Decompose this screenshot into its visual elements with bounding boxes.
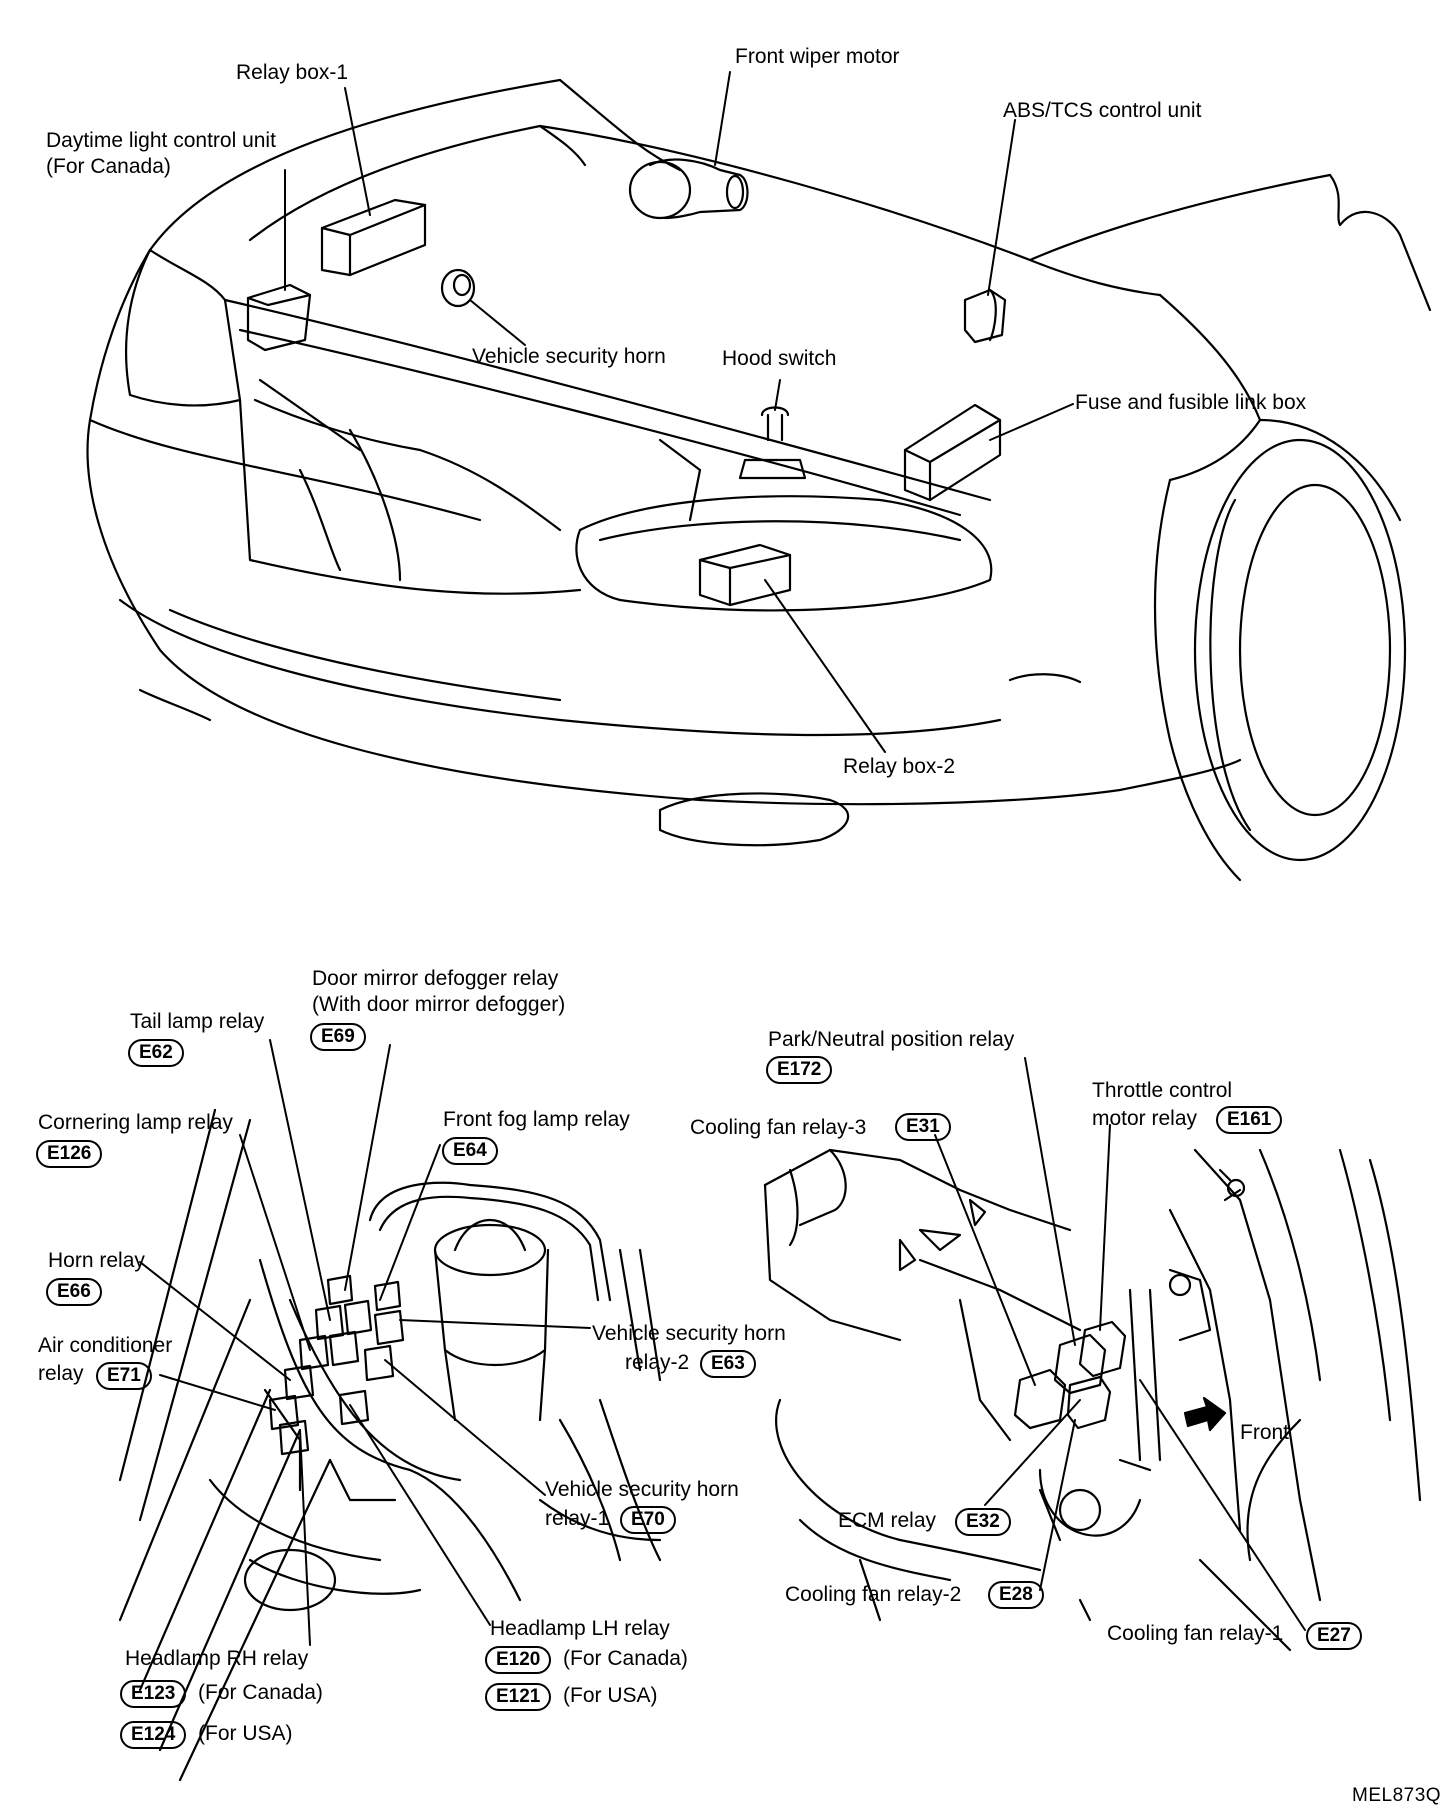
label-throttle-line1: Throttle control (1092, 1079, 1233, 1102)
connector-badge-e161: E161 (1216, 1106, 1283, 1134)
connector-badge-e172: E172 (766, 1056, 833, 1084)
note-for-usa-rh: (For USA) (198, 1722, 293, 1745)
label-front-fog-lamp: Front fog lamp relay (443, 1108, 630, 1131)
connector-badge-e66: E66 (46, 1278, 102, 1306)
label-relay-box-1: Relay box-1 (236, 61, 349, 84)
label-park-neutral: Park/Neutral position relay (768, 1028, 1015, 1051)
label-door-mirror-code: E69 (310, 1023, 366, 1051)
label-vsh2-code: E63 (700, 1350, 756, 1378)
label-daytime-light-line1: Daytime light control unit (46, 129, 276, 152)
label-ecm-relay-code: E32 (955, 1508, 1011, 1536)
connector-badge-e28: E28 (988, 1581, 1044, 1609)
label-park-neutral-code: E172 (766, 1056, 833, 1084)
label-cooling-fan-3-code: E31 (895, 1113, 951, 1141)
label-front: Front (1240, 1421, 1290, 1444)
label-throttle-line2: motor relay (1092, 1107, 1198, 1130)
label-headlamp-rh-usa: E124 (For USA) (120, 1721, 293, 1749)
label-vsh1-line1: Vehicle security horn (545, 1478, 739, 1501)
label-cooling-fan-2-code: E28 (988, 1581, 1044, 1609)
label-vsh2-line1: Vehicle security horn (592, 1322, 786, 1345)
label-cooling-fan-3: Cooling fan relay-3 (690, 1116, 867, 1139)
top-leader-lines (284, 71, 1074, 753)
car-front-illustration (86, 78, 1432, 882)
label-cooling-fan-1: Cooling fan relay-1 (1107, 1622, 1284, 1645)
connector-badge-e64: E64 (442, 1137, 498, 1165)
label-throttle-code: E161 (1216, 1106, 1283, 1134)
label-headlamp-lh-canada: E120 (For Canada) (485, 1646, 688, 1674)
note-for-canada-lh: (For Canada) (563, 1647, 688, 1670)
connector-badge-e62: E62 (128, 1039, 184, 1067)
note-for-canada-rh: (For Canada) (198, 1681, 323, 1704)
label-front-wiper-motor: Front wiper motor (735, 45, 900, 68)
connector-badge-e63: E63 (700, 1350, 756, 1378)
note-for-usa-lh: (For USA) (563, 1684, 658, 1707)
connector-badge-e71: E71 (96, 1362, 152, 1390)
label-cornering-lamp-code: E126 (36, 1140, 103, 1168)
label-vsh1-code: E70 (620, 1506, 676, 1534)
label-vehicle-security-horn: Vehicle security horn (472, 345, 666, 368)
label-door-mirror-line1: Door mirror defogger relay (312, 967, 559, 990)
label-horn-relay-code: E66 (46, 1278, 102, 1306)
connector-badge-e27: E27 (1306, 1622, 1362, 1650)
label-tail-lamp-code: E62 (128, 1039, 184, 1067)
label-air-cond-line2: relay (38, 1362, 84, 1385)
right-leader-lines (934, 1057, 1306, 1631)
label-air-cond-code: E71 (96, 1362, 152, 1390)
label-headlamp-rh: Headlamp RH relay (125, 1647, 309, 1670)
label-abs-tcs-control-unit: ABS/TCS control unit (1003, 99, 1202, 122)
label-cooling-fan-2: Cooling fan relay-2 (785, 1583, 962, 1606)
label-door-mirror-line2: (With door mirror defogger) (312, 993, 566, 1016)
right-relay-cluster-illustration (763, 1148, 1422, 1652)
connector-badge-e70: E70 (620, 1506, 676, 1534)
label-vsh1-line2: relay-1 (545, 1507, 610, 1530)
connector-badge-e123: E123 (120, 1680, 187, 1708)
label-air-cond-line1: Air conditioner (38, 1334, 173, 1357)
connector-badge-e121: E121 (485, 1683, 552, 1711)
left-relay-cluster-illustration (118, 1108, 662, 1782)
label-relay-box-2: Relay box-2 (843, 755, 956, 778)
label-hood-switch: Hood switch (722, 347, 837, 370)
connector-badge-e124: E124 (120, 1721, 187, 1749)
label-vsh2-line2: relay-2 (625, 1351, 690, 1374)
label-ecm-relay: ECM relay (838, 1509, 937, 1532)
label-fuse-fusible-link-box: Fuse and fusible link box (1075, 391, 1307, 414)
label-headlamp-lh: Headlamp LH relay (490, 1617, 670, 1640)
label-cooling-fan-1-code: E27 (1306, 1622, 1362, 1650)
label-front-fog-lamp-code: E64 (442, 1137, 498, 1165)
label-daytime-light-line2: (For Canada) (46, 155, 171, 178)
connector-badge-e69: E69 (310, 1023, 366, 1051)
connector-badge-e31: E31 (895, 1113, 951, 1141)
connector-badge-e120: E120 (485, 1646, 552, 1674)
label-horn-relay: Horn relay (48, 1249, 145, 1272)
connector-badge-e126: E126 (36, 1140, 103, 1168)
label-headlamp-rh-canada: E123 (For Canada) (120, 1680, 323, 1708)
connector-badge-e32: E32 (955, 1508, 1011, 1536)
left-leader-lines (139, 1039, 591, 1646)
figure-code: MEL873Q (1352, 1785, 1442, 1806)
label-headlamp-lh-usa: E121 (For USA) (485, 1683, 658, 1711)
label-cornering-lamp: Cornering lamp relay (38, 1111, 233, 1134)
label-tail-lamp: Tail lamp relay (130, 1010, 265, 1033)
